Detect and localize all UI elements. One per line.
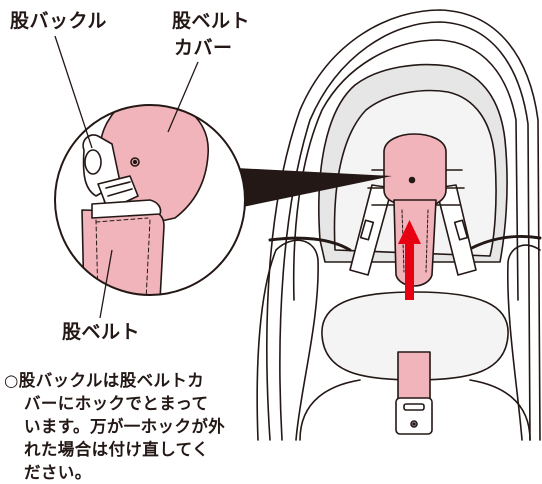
- label-crotch-belt: 股ベルト: [62, 321, 140, 343]
- crotch-strap-bottom: [398, 352, 430, 404]
- note-line-1: ○股バックルは股ベルトカ: [4, 369, 254, 392]
- crotch-belt-zoom: [82, 210, 164, 300]
- cover-snap-zoom-dot: [134, 161, 137, 164]
- note-line-2: バーにホックでとまって: [4, 392, 254, 415]
- leader-line-buckle: [55, 36, 92, 148]
- cover-snap-seat: [410, 178, 415, 183]
- instruction-note: ○股バックルは股ベルトカ バーにホックでとまって います。万が一ホックが外 れた…: [4, 369, 254, 484]
- zoom-circle: [55, 100, 245, 300]
- crotch-belt-flap-zoom: [92, 200, 161, 218]
- crotch-strap-rivet-dot: [413, 423, 415, 425]
- label-crotch-buckle: 股バックル: [10, 10, 107, 32]
- crotch-belt-cover-seat: [384, 134, 446, 206]
- note-line-3: います。万が一ホックが外: [4, 415, 254, 438]
- crotch-strap-slot: [404, 404, 424, 410]
- label-crotch-belt-cover-line1: 股ベルト: [172, 10, 250, 32]
- label-crotch-belt-cover-line2: カバー: [174, 37, 233, 59]
- buckle-button-zoom: [85, 150, 101, 174]
- note-line-4: れた場合は付け直してく: [4, 438, 254, 461]
- stroller-seat: [257, 10, 540, 440]
